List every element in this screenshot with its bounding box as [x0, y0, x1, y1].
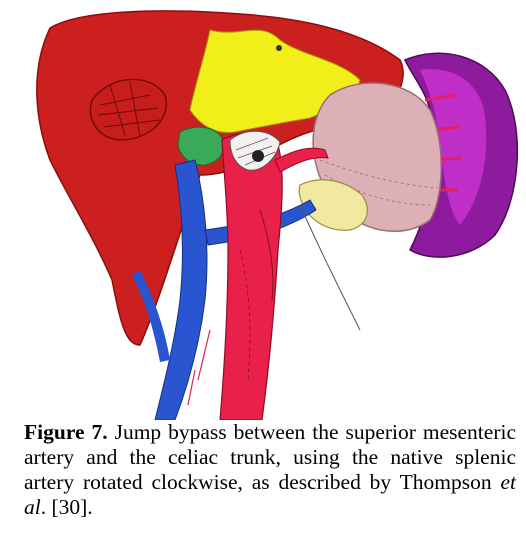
- celiac-trunk: [229, 130, 281, 171]
- caption-italic: et al: [24, 470, 516, 519]
- pancreas: [298, 179, 368, 231]
- yellow-region: [189, 29, 361, 134]
- figure-label: Figure 7.: [24, 420, 108, 444]
- caption-text-end: . [30].: [40, 495, 93, 519]
- duodenum: [177, 126, 224, 166]
- caption-text: Jump bypass between the superior mesente…: [24, 420, 516, 494]
- caudate-lobe: [89, 78, 167, 141]
- anatomical-illustration: [36, 10, 519, 420]
- splenic-artery: [274, 147, 329, 173]
- figure-caption: Figure 7. Jump bypass between the superi…: [24, 420, 516, 520]
- spleen-inner: [420, 69, 487, 225]
- vena-cava: [154, 159, 208, 420]
